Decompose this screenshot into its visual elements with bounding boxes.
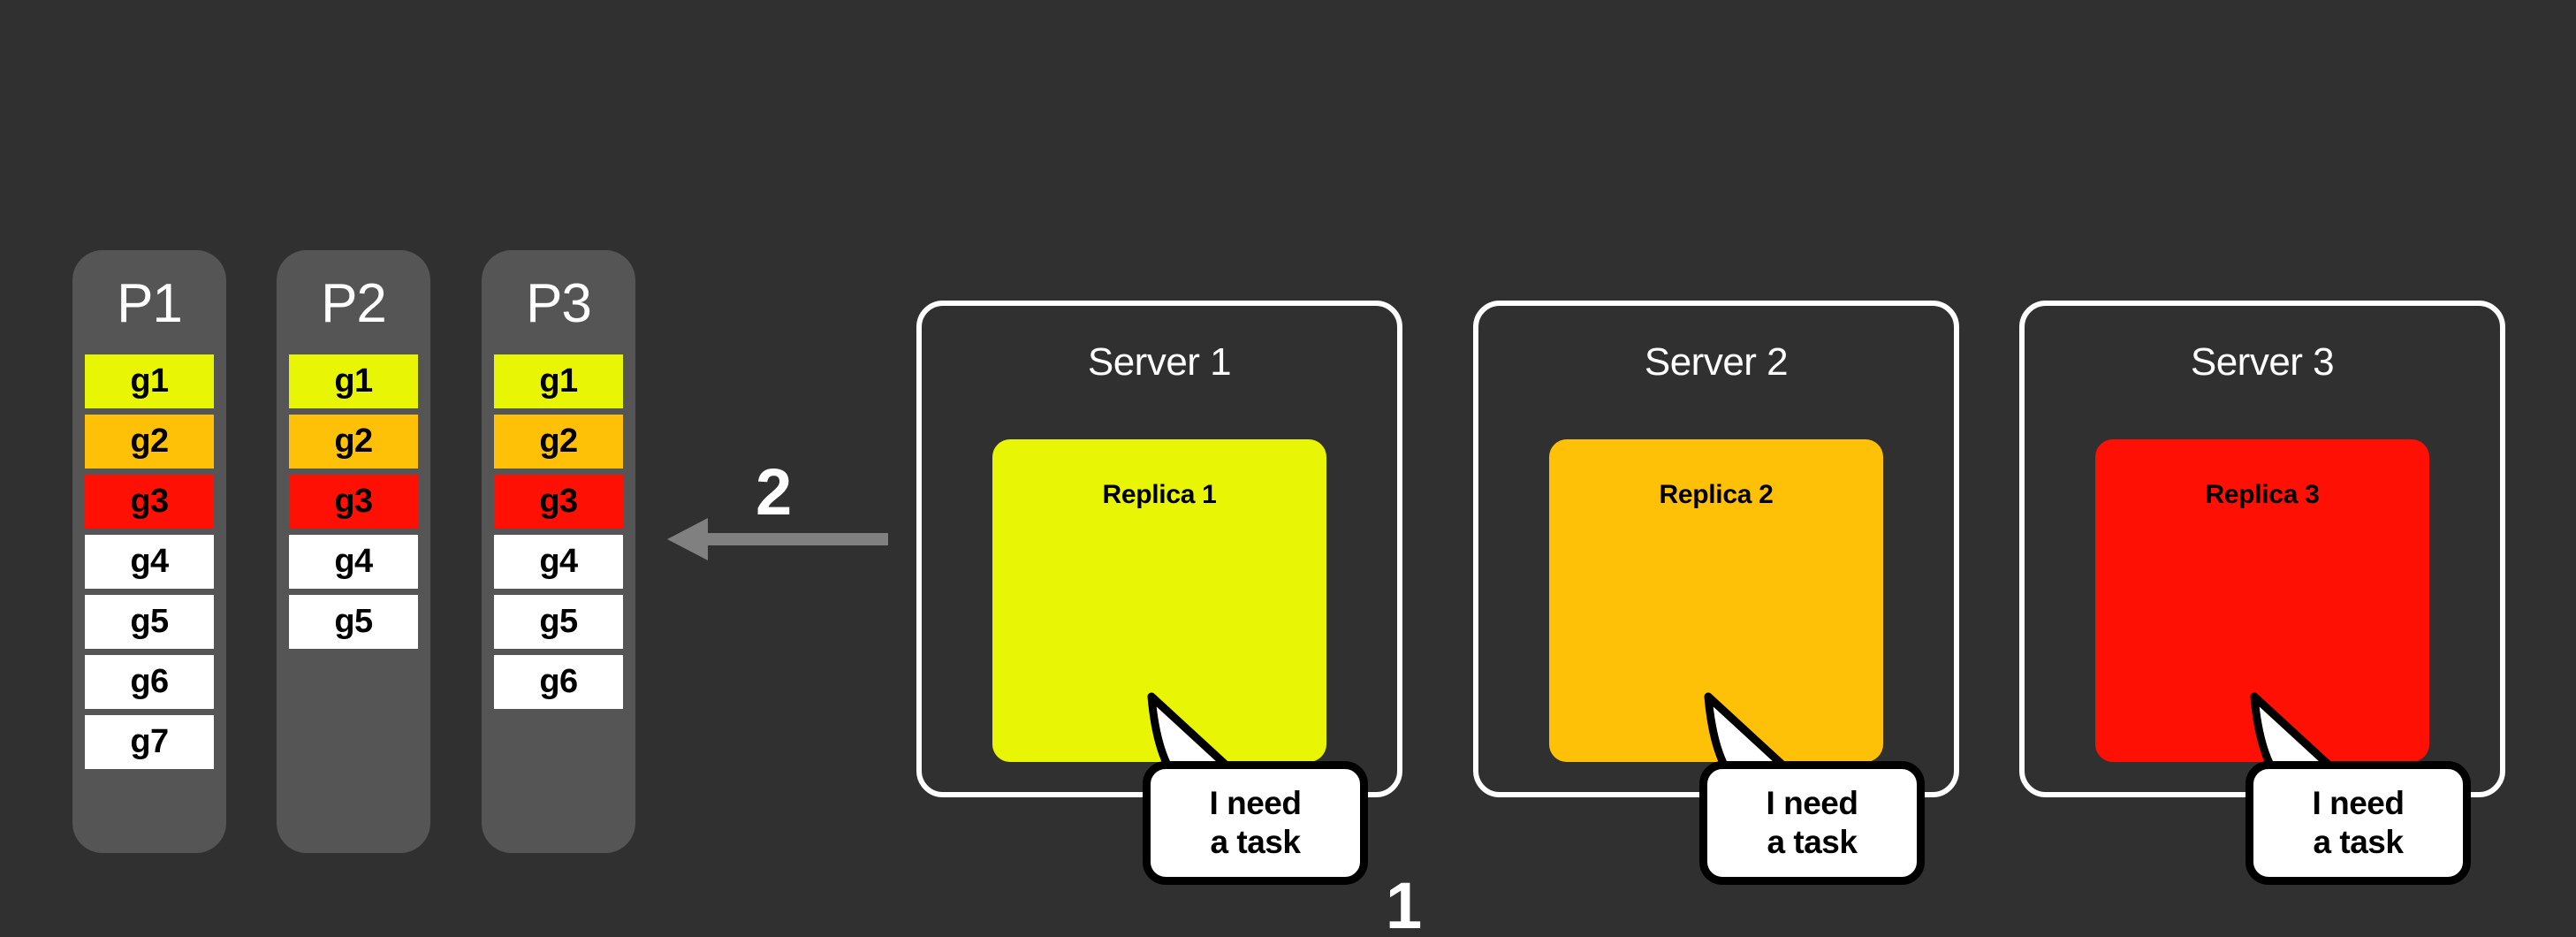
replica-2-box[interactable]: Replica 2: [1549, 439, 1883, 762]
partition-p2-item-g4[interactable]: g4: [289, 535, 418, 589]
partition-p3-item-g4[interactable]: g4: [494, 535, 623, 589]
partition-p1-item-g5[interactable]: g5: [85, 595, 214, 649]
partition-p1-item-g7[interactable]: g7: [85, 715, 214, 769]
partition-p1-item-g2[interactable]: g2: [85, 415, 214, 468]
replica-1-label: Replica 1: [1102, 480, 1217, 509]
bubble-1[interactable]: I need a task: [1143, 761, 1368, 885]
partition-p1-item-g1[interactable]: g1: [85, 354, 214, 408]
bubble-1-line-2: a task: [1210, 824, 1301, 860]
partition-p2-items: g1 g2 g3 g4 g5: [277, 354, 430, 649]
bubble-3-line-1: I need: [2312, 785, 2405, 822]
replica-2-label: Replica 2: [1659, 480, 1774, 509]
partition-p2[interactable]: P2 g1 g2 g3 g4 g5: [277, 250, 430, 853]
partition-p3-item-g1[interactable]: g1: [494, 354, 623, 408]
server-2-title: Server 2: [1644, 340, 1789, 384]
server-2-box[interactable]: Server 2: [1473, 301, 1959, 797]
partition-p3-item-g2[interactable]: g2: [494, 415, 623, 468]
arrow-icon: [667, 518, 888, 560]
step-label-2: 2: [756, 455, 793, 529]
flow-arrow-left: [667, 513, 888, 566]
partition-p2-item-g3[interactable]: g3: [289, 475, 418, 529]
replica-3-label: Replica 3: [2205, 480, 2320, 509]
partition-p1-items: g1 g2 g3 g4 g5 g6 g7: [72, 354, 226, 769]
partition-p2-item-g2[interactable]: g2: [289, 415, 418, 468]
server-1-title: Server 1: [1087, 340, 1232, 384]
bubble-2-line-1: I need: [1766, 785, 1858, 822]
partition-p1-item-g4[interactable]: g4: [85, 535, 214, 589]
server-3-title: Server 3: [2190, 340, 2335, 384]
partition-p2-item-g1[interactable]: g1: [289, 354, 418, 408]
partition-p2-title: P2: [321, 273, 387, 334]
replica-3-box[interactable]: Replica 3: [2095, 439, 2429, 762]
partition-p1[interactable]: P1 g1 g2 g3 g4 g5 g6 g7: [72, 250, 226, 853]
partition-p3-title: P3: [526, 273, 592, 334]
partition-p3[interactable]: P3 g1 g2 g3 g4 g5 g6: [482, 250, 635, 853]
partition-p3-item-g6[interactable]: g6: [494, 655, 623, 709]
bubble-2-line-2: a task: [1767, 824, 1858, 860]
step-label-1: 1: [1386, 869, 1423, 937]
bubble-2[interactable]: I need a task: [1699, 761, 1925, 885]
replica-1-box[interactable]: Replica 1: [992, 439, 1326, 762]
partition-p2-item-g5[interactable]: g5: [289, 595, 418, 649]
partition-p3-item-g5[interactable]: g5: [494, 595, 623, 649]
bubble-3-line-2: a task: [2313, 824, 2404, 860]
partition-p3-items: g1 g2 g3 g4 g5 g6: [482, 354, 635, 709]
bubble-3[interactable]: I need a task: [2245, 761, 2471, 885]
partition-p1-title: P1: [117, 273, 183, 334]
partition-p1-item-g6[interactable]: g6: [85, 655, 214, 709]
partition-p1-item-g3[interactable]: g3: [85, 475, 214, 529]
bubble-1-line-1: I need: [1209, 785, 1302, 822]
partition-p3-item-g3[interactable]: g3: [494, 475, 623, 529]
